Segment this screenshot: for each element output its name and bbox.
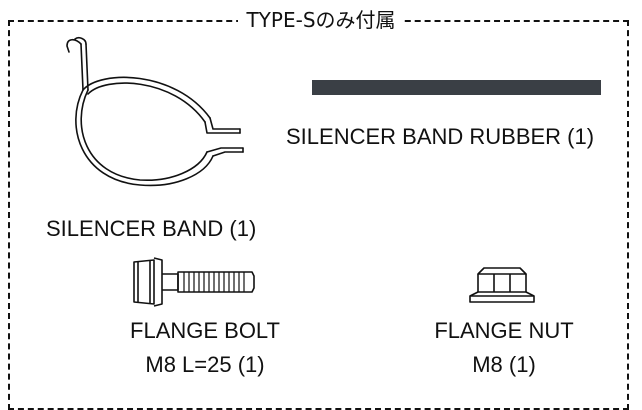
flange-nut-label: FLANGE NUT M8 (1) (420, 318, 588, 378)
flange-bolt-icon (133, 257, 255, 307)
flange-bolt-spec: M8 L=25 (1) (145, 352, 265, 377)
silencer-band-label: SILENCER BAND (1) (46, 216, 257, 241)
rubber-strip-icon (312, 80, 601, 95)
flange-bolt-name: FLANGE BOLT (130, 318, 280, 343)
flange-nut-name: FLANGE NUT (434, 318, 574, 343)
flange-bolt-label: FLANGE BOLT M8 L=25 (1) (110, 318, 300, 378)
flange-nut-spec: M8 (1) (472, 352, 536, 377)
silencer-band-rubber-label: SILENCER BAND RUBBER (1) (286, 124, 595, 149)
silencer-band-icon (66, 37, 244, 187)
flange-nut-icon (469, 267, 535, 303)
